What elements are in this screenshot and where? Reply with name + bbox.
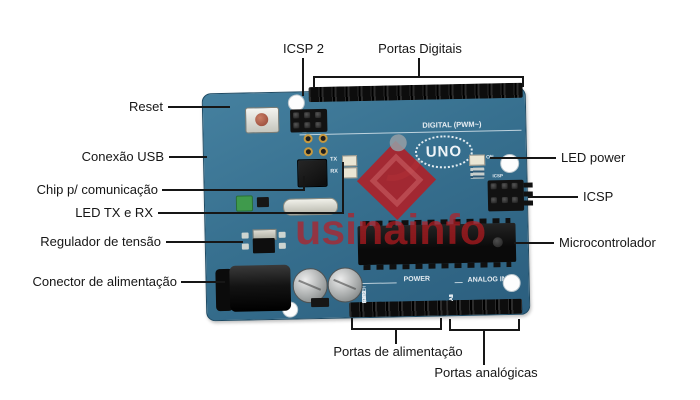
label-portas-digitais: Portas Digitais xyxy=(378,41,462,56)
callout-line-portas-digitais-stem xyxy=(418,58,420,77)
callout-line-portas-analogicas-tick xyxy=(449,319,451,331)
callout-line-portas-alimentacao-stem xyxy=(395,328,397,344)
reset-button-component xyxy=(244,106,280,134)
callout-line-led-power xyxy=(490,157,556,159)
callout-line-chip xyxy=(162,189,305,191)
solder-pad xyxy=(241,232,249,239)
rx-silk: RX xyxy=(330,168,339,175)
callout-line-led-tx-rx xyxy=(158,212,344,214)
uno-logo-text: UNO xyxy=(425,142,463,161)
uno-logo: UNO xyxy=(414,134,474,169)
voltage-regulator-body xyxy=(252,237,276,254)
callout-line-portas-digitais xyxy=(313,76,524,78)
callout-line-portas-analogicas-stem xyxy=(483,329,485,365)
label-conector-alimentacao: Conector de alimentação xyxy=(32,274,177,289)
pin-label: A5 xyxy=(448,294,456,302)
callout-line-led-tx-rx-riser xyxy=(342,162,344,214)
silkscreen-line xyxy=(299,129,522,136)
silkscreen-line xyxy=(454,281,463,284)
analog-pin-header xyxy=(446,298,523,316)
electrolytic-capacitor xyxy=(327,267,364,303)
arduino-board: AREFGND1312~11~10~987~6~54~32TX→1RX←0 IO… xyxy=(201,82,531,322)
usb-breakout-holes xyxy=(303,133,330,157)
reset-button-cap xyxy=(255,113,269,127)
label-portas-analogicas: Portas analógicas xyxy=(434,365,538,380)
callout-line-conector xyxy=(181,281,225,283)
tx-led xyxy=(341,155,358,167)
label-chip-comunicacao: Chip p/ comunicação xyxy=(36,182,158,197)
icsp-silk: ICSP xyxy=(492,173,504,179)
label-led-tx-rx: LED TX e RX xyxy=(75,205,153,220)
solder-pad xyxy=(278,231,286,238)
callout-line-conexao-usb xyxy=(169,156,207,158)
label-microcontrolador: Microcontrolador xyxy=(559,235,656,250)
callout-line-icsp xyxy=(528,196,578,198)
pin-label: Vin xyxy=(361,295,369,304)
label-icsp: ICSP xyxy=(583,189,614,204)
callout-line-icsp2 xyxy=(302,58,304,96)
smd-component xyxy=(310,297,330,308)
label-icsp2: ICSP 2 xyxy=(283,41,324,56)
callout-line-portas-alimentacao-tick xyxy=(351,318,353,330)
smd-component xyxy=(256,197,270,208)
callout-line-reset xyxy=(168,106,230,108)
label-reset: Reset xyxy=(129,99,163,114)
resistor-array xyxy=(470,167,485,179)
usb-communication-chip xyxy=(297,158,328,188)
callout-line-chip-riser xyxy=(303,176,305,191)
analog-caption: ANALOG IN xyxy=(467,276,507,284)
label-conexao-usb: Conexão USB xyxy=(81,149,164,164)
callout-line-regulador xyxy=(166,241,243,243)
pin1-dimple xyxy=(492,237,503,248)
callout-line-portas-alimentacao-tick xyxy=(440,318,442,330)
rx-led xyxy=(342,167,358,179)
digital-pin-header xyxy=(308,82,523,103)
icsp-header xyxy=(487,179,525,212)
label-regulador-tensao: Regulador de tensão xyxy=(40,234,161,249)
power-jack-body xyxy=(229,264,292,312)
label-led-power: LED power xyxy=(561,150,626,165)
mounting-hole xyxy=(502,273,521,293)
tx-silk: TX xyxy=(330,156,338,163)
solder-pad xyxy=(278,242,286,249)
callout-line-portas-digitais-tick xyxy=(522,76,524,87)
callout-line-portas-analogicas-tick xyxy=(518,319,520,331)
icsp2-header xyxy=(290,108,328,133)
callout-line-microcontrolador xyxy=(514,242,554,244)
watermark-text: usinainfo xyxy=(295,206,487,254)
digital-caption: DIGITAL (PWM~) xyxy=(422,119,482,130)
solder-pad xyxy=(241,243,249,250)
power-led xyxy=(468,154,486,166)
power-caption: POWER xyxy=(403,275,431,284)
resettable-fuse xyxy=(235,195,254,212)
callout-line-portas-digitais-tick xyxy=(313,76,315,87)
label-portas-alimentacao: Portas de alimentação xyxy=(333,344,463,359)
